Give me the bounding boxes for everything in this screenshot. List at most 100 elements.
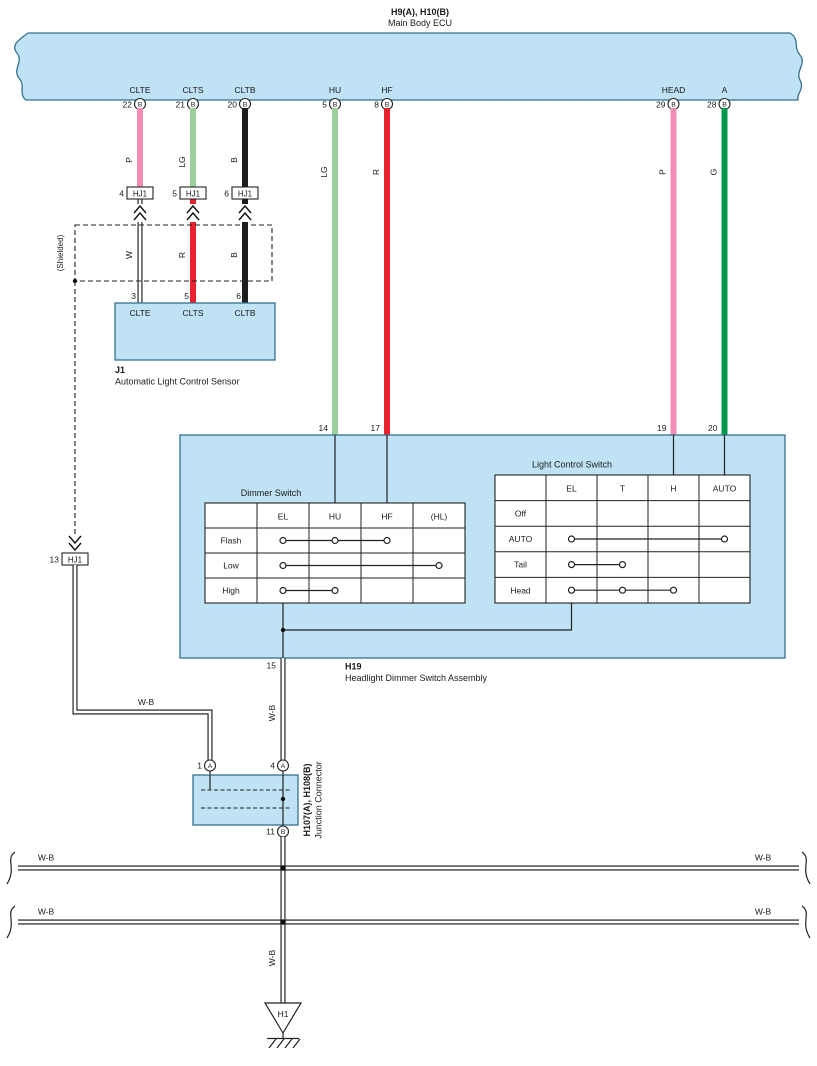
lcs-col-header: H (670, 484, 676, 494)
el-bus-junction-dot (280, 627, 286, 633)
connector-letter: A (208, 763, 213, 770)
contact-circle (331, 586, 339, 595)
ecu-signal: HEAD (662, 85, 686, 95)
ground-code: H1 (278, 1009, 289, 1019)
ecu-pin-number: 21 (176, 100, 186, 110)
wire-break-icon (801, 905, 811, 939)
wire-color-label: G (709, 169, 719, 176)
wire-color-label: W-B (38, 907, 55, 917)
connector-letter: B (281, 829, 286, 836)
h19-code: H19 (345, 662, 362, 672)
ecu-pin-number: 8 (374, 100, 379, 110)
hj1-pin-number: 6 (224, 189, 229, 199)
wire-color-label: W-B (755, 853, 772, 863)
contact-circle (567, 535, 576, 543)
lcs-row-label: AUTO (509, 534, 533, 544)
sensor-code: J1 (115, 365, 125, 375)
lcs-col-header: AUTO (713, 484, 737, 494)
junction-pin-number: 4 (270, 760, 275, 770)
lcs-title: Light Control Switch (532, 460, 612, 470)
dimmer-col-header: (HL) (431, 512, 448, 522)
connector-letter: B (333, 102, 338, 109)
shielded-branch: HJ1 HJ1 HJ1 4 5 6 (Shielded) W R B 3 5 6… (56, 186, 276, 537)
sensor-pin-number: 3 (131, 291, 136, 301)
dimmer-row-label: Low (223, 561, 239, 571)
wire-color-label: W-B (267, 949, 277, 966)
junction-code: H107(A), H108(B) (302, 763, 312, 836)
hj1-label: HJ1 (68, 556, 83, 565)
hj1-pin-number: 5 (172, 189, 177, 199)
wire-color-label: W-B (267, 704, 277, 721)
sensor-pin-number: 6 (236, 291, 241, 301)
contact-circle (383, 536, 391, 545)
contact-circle (279, 586, 287, 595)
ground-drop: W-B H1 (263, 837, 303, 1049)
connector-letter: B (138, 102, 143, 109)
bus-junction-dot (280, 919, 286, 925)
wire-color-label: W-B (138, 697, 155, 707)
ecu-signal: HF (381, 85, 392, 95)
hj1-label: HJ1 (238, 190, 253, 199)
connector-letter: B (722, 102, 727, 109)
sensor-signal: CLTE (129, 308, 150, 318)
hj1-connector-box (179, 186, 207, 200)
wire-break-icon (801, 851, 811, 885)
sensor-pin-number: 5 (184, 291, 189, 301)
contact-circle (567, 560, 576, 569)
shielded-label: (Shielded) (56, 234, 65, 271)
junction-pin-number: 1 (197, 760, 202, 770)
bus-junction-dot (280, 865, 286, 871)
contact-circle (279, 561, 287, 570)
ecu-signal: CLTS (182, 85, 203, 95)
hj1-pin-number: 4 (119, 189, 124, 199)
ecu-signal: CLTB (234, 85, 255, 95)
ecu-pin-number: 5 (322, 100, 327, 110)
contact-circle (331, 536, 339, 545)
ecu-pin-number: 29 (656, 100, 666, 110)
connector-letter: B (385, 102, 390, 109)
h19-pin-number: 19 (657, 423, 667, 433)
ground-hatch-icon (267, 1033, 301, 1049)
junction-pin-number: 11 (266, 826, 275, 836)
lcs-col-header: EL (566, 484, 577, 494)
h19-pin-number: 17 (371, 423, 381, 433)
contact-circle (618, 560, 627, 569)
wire-color-label: W (124, 251, 134, 259)
shield-chevron-icon (68, 535, 82, 552)
dimmer-col-header: HF (381, 512, 392, 522)
wire-color-label: R (371, 169, 381, 175)
ecu-signal: HU (329, 85, 341, 95)
connector-letter: B (243, 102, 248, 109)
h19-internal-drops (334, 435, 726, 503)
contact-circle (567, 586, 576, 594)
main-body-ecu: H9(A), H10(B) Main Body ECU CLTE CLTS CL… (14, 7, 803, 111)
wire-color-label: LG (177, 156, 187, 167)
ground-bus-wires: W-B W-B W-B W-B (6, 851, 811, 939)
ground-triangle-icon (263, 1002, 303, 1035)
hj1-pin-number: 13 (50, 555, 60, 565)
h19-pin-number: 14 (319, 423, 329, 433)
junction-name: Junction Connector (314, 761, 324, 839)
h19-pin-number: 20 (708, 423, 718, 433)
h19-name: Headlight Dimmer Switch Assembly (345, 673, 488, 683)
ecu-pin-number: 20 (228, 100, 238, 110)
dimmer-title: Dimmer Switch (241, 488, 302, 498)
dimmer-row-label: High (222, 586, 240, 596)
pin-stub (209, 771, 284, 775)
junction-dot (280, 796, 286, 802)
ecu-pin-number: 22 (123, 100, 133, 110)
left-ground-run: HJ1 13 W-B (50, 535, 213, 760)
hj1-connector-box (231, 186, 259, 200)
dimmer-col-header: EL (278, 512, 289, 522)
ecu-wires: P LG B LG R P G (124, 108, 728, 435)
ecu-name: Main Body ECU (388, 18, 452, 28)
wire-color-label: P (658, 169, 668, 175)
wire-color-label: B (229, 252, 239, 258)
sensor-box (114, 302, 276, 361)
contact-circle (279, 536, 287, 545)
ecu-pin-number: 28 (707, 100, 717, 110)
contact-circle (669, 586, 678, 594)
wb-wire-inner (73, 565, 212, 760)
sensor-signal: CLTS (182, 308, 203, 318)
